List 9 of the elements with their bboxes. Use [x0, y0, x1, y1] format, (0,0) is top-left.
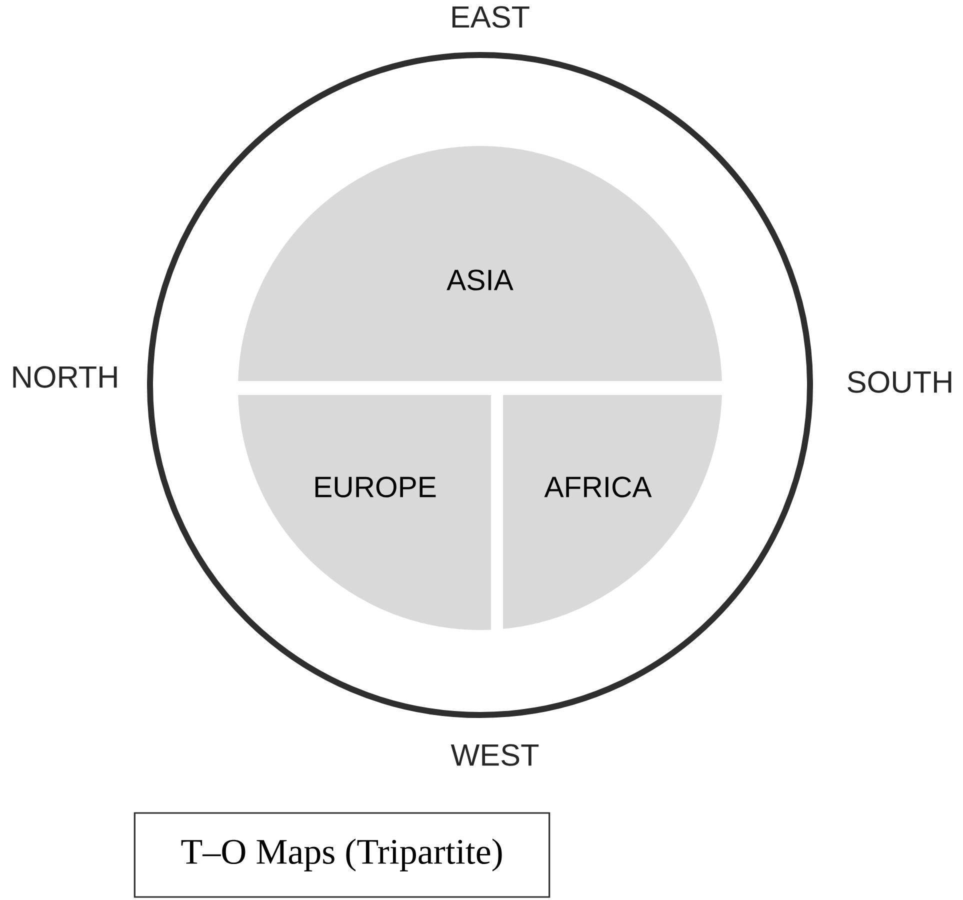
continent-region: EUROPE — [238, 395, 491, 630]
direction-label: SOUTH — [848, 371, 952, 393]
ring-outline — [147, 52, 813, 718]
direction-label: WEST — [450, 744, 539, 766]
continent-region: ASIA — [238, 146, 722, 381]
caption: T–O Maps (Tripartite) — [134, 812, 550, 898]
direction-label: EAST — [452, 6, 530, 28]
continent-region: AFRICA — [503, 395, 722, 629]
direction-label: NORTH — [13, 366, 117, 388]
